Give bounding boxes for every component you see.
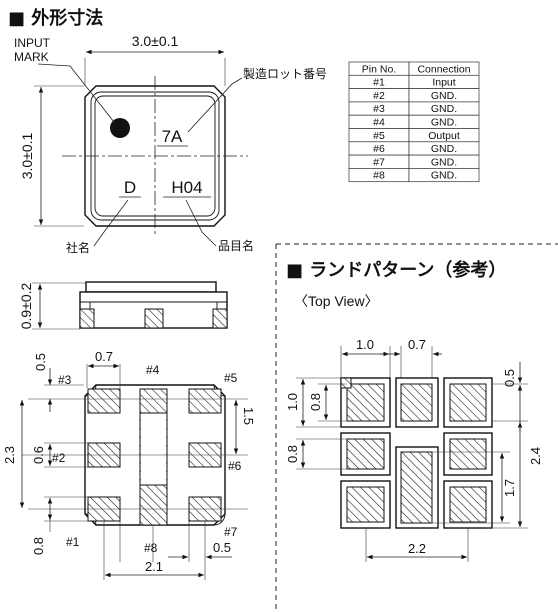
land-dim-24: 2.4 — [528, 447, 543, 465]
land-dim-08-left-b: 0.8 — [285, 445, 300, 463]
pin-label-7: #7 — [224, 525, 238, 539]
land-dim-05-right: 0.5 — [502, 369, 517, 387]
bottom-view: 0.5 2.3 0.6 0.8 1.5 0.7 0.5 2.1 #3 — [2, 349, 256, 580]
table-header-text: Connection — [417, 63, 470, 75]
table-cell-text: #1 — [373, 77, 385, 89]
table-cell-text: GND. — [431, 117, 457, 129]
table-cell-text: Output — [428, 130, 460, 142]
dim-06: 0.6 — [31, 446, 46, 464]
input-mark-dot — [110, 118, 130, 138]
dim-05-bottom: 0.5 — [213, 540, 231, 555]
land-pattern-frame — [275, 243, 558, 612]
pin3-pad — [87, 388, 121, 414]
land-pad-center — [395, 446, 439, 529]
pin5-pad — [188, 388, 222, 414]
land-pad-mr — [443, 432, 493, 476]
pin-label-5: #5 — [224, 371, 238, 385]
dim-08: 0.8 — [31, 537, 46, 555]
table-cell-text: GND. — [431, 156, 457, 168]
marking-d: D — [124, 178, 136, 197]
land-dim-10-top: 1.0 — [356, 337, 374, 352]
table-cell-text: #5 — [373, 130, 385, 142]
table-cell-text: #4 — [373, 117, 385, 129]
input-mark-label-2: MARK — [14, 50, 49, 64]
table-cell-text: #7 — [373, 156, 385, 168]
lot-number-label: 製造ロット番号 — [243, 67, 327, 81]
marking-7a: 7A — [162, 127, 183, 146]
top-view: 3.0±0.1 3.0±0.1 7A D H04 INPUT MARK 製造ロッ… — [14, 33, 327, 255]
land-pad-br — [443, 480, 493, 529]
table-cell-text: GND. — [431, 103, 457, 115]
table-cell-text: GND. — [431, 170, 457, 182]
side-view: 0.9±0.2 — [18, 281, 228, 329]
table-cell-text: #3 — [373, 103, 385, 115]
pin-label-4: #4 — [146, 363, 160, 377]
land-pattern-title: ■ ランドパターン（参考） — [286, 259, 506, 281]
thickness-dim: 0.9±0.2 — [18, 282, 34, 329]
pin-label-2: #2 — [52, 451, 66, 465]
dim-23: 2.3 — [2, 446, 17, 464]
table-cell-text: Input — [432, 77, 455, 89]
top-width-dim: 3.0±0.1 — [132, 33, 179, 49]
land-pad-bl — [340, 480, 391, 529]
part-name-label: 品目名 — [218, 238, 254, 253]
land-dim-10-left: 1.0 — [285, 393, 300, 411]
land-pad-tr — [443, 377, 493, 428]
pin-label-1: #1 — [66, 535, 80, 549]
dim-07: 0.7 — [95, 349, 113, 364]
dim-05-top: 0.5 — [33, 353, 48, 371]
marking-h04: H04 — [171, 178, 202, 197]
table-cell-text: GND. — [431, 143, 457, 155]
table-cell-text: #2 — [373, 90, 385, 102]
table-cell-text: GND. — [431, 90, 457, 102]
land-dim-07-top: 0.7 — [408, 337, 426, 352]
table-cell — [408, 168, 480, 183]
land-pad-ml — [340, 432, 391, 476]
pin-label-3: #3 — [58, 373, 72, 387]
outline-dimensions-title: ■ 外形寸法 — [8, 7, 103, 29]
dim-15: 1.5 — [241, 407, 256, 425]
table-header-text: Pin No. — [362, 63, 396, 75]
pin-label-8: #8 — [144, 541, 158, 555]
input-mark-label-1: INPUT — [14, 36, 51, 50]
company-name-label: 社名 — [66, 240, 90, 255]
land-pad-tc — [395, 377, 439, 428]
top-height-dim: 3.0±0.1 — [19, 132, 35, 179]
land-dim-08-left-a: 0.8 — [308, 393, 323, 411]
pin-label-6: #6 — [228, 459, 242, 473]
table-cell-text: #8 — [373, 170, 385, 182]
dim-21: 2.1 — [145, 559, 163, 574]
land-pad-tl — [340, 377, 391, 428]
land-pattern: 1.0 0.7 — [285, 337, 543, 562]
table-cell-text: #6 — [373, 143, 385, 155]
land-dim-17: 1.7 — [502, 479, 517, 497]
top-view-label: 〈Top View〉 — [294, 293, 379, 309]
land-dim-22: 2.2 — [408, 541, 426, 556]
